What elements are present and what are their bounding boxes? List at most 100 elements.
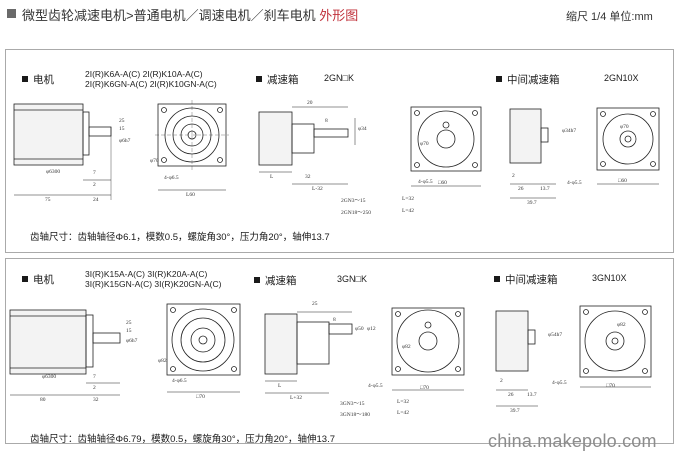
top-motor-front-view <box>155 100 229 191</box>
page-header: 微型齿轮减速电机>普通电机／调速电机／刹车电机 外形图 缩尺 1/4 单位:mm <box>0 0 680 30</box>
dim: 4-φ6.5 <box>164 175 179 181</box>
dim: 2 <box>500 378 503 384</box>
bullet-square-icon <box>256 76 262 82</box>
dim: 2GN3～15 <box>341 198 366 204</box>
dim: φ54h7 <box>548 332 563 338</box>
bullet-square-icon <box>494 276 500 282</box>
dim: 2 <box>512 173 515 179</box>
dim: 15 <box>126 328 132 334</box>
top-gear-shaft-spec: 齿轴尺寸：齿轴轴径Φ6.1，模数0.5，螺旋角30°，压力角20°，轴伸13.7 <box>30 232 330 243</box>
top-motor-models: 2I(R)K6A-A(C) 2I(R)K10A-A(C) 2I(R)K6GN-A… <box>85 69 217 89</box>
dim: φ34 <box>358 126 367 132</box>
top-intermediate-model: 2GN10X <box>604 73 639 83</box>
dim: φ34h7 <box>562 128 577 134</box>
dim: 3GN18～180 <box>340 412 370 418</box>
dim: L=32 <box>402 196 414 202</box>
dim: 4-φ5.5 <box>418 179 433 185</box>
dim: 13.7 <box>527 392 537 398</box>
dim: 7 <box>93 170 96 176</box>
bottom-gearbox-label: 减速箱 <box>254 273 297 288</box>
dim: 80 <box>40 397 46 403</box>
bottom-motor-side-view <box>9 309 121 396</box>
title-main: 微型齿轮减速电机>普通电机／调速电机／刹车电机 <box>22 8 316 23</box>
model-line: 2I(R)K6GN-A(C) 2I(R)K10GN-A(C) <box>85 79 217 89</box>
dim: L60 <box>186 192 195 198</box>
bottom-gear-shaft-spec: 齿轴尺寸：齿轴轴径Φ6.79，模数0.5，螺旋角30°，压力角20°，轴伸13.… <box>30 434 335 445</box>
dim: φ82 <box>158 358 167 364</box>
scale-unit-note: 缩尺 1/4 单位:mm <box>566 11 653 23</box>
model-line: 3I(R)K15GN-A(C) 3I(R)K20GN-A(C) <box>85 279 222 289</box>
bullet-square-icon <box>22 76 28 82</box>
model-line: 3I(R)K15A-A(C) 3I(R)K20A-A(C) <box>85 269 208 279</box>
bottom-intermediate-model: 3GN10X <box>592 273 627 283</box>
dim: 26 <box>508 392 514 398</box>
dim: L=42 <box>402 208 414 214</box>
dim: L <box>278 383 282 389</box>
dim: 15 <box>119 126 125 132</box>
bullet-square-icon <box>496 76 502 82</box>
dim: □70 <box>196 394 205 400</box>
dim: φ70 <box>150 158 159 164</box>
bottom-gearbox-side-view <box>264 311 353 394</box>
dim: 2 <box>93 385 96 391</box>
dim: φ6h7 <box>119 138 131 144</box>
dim: 39.7 <box>527 200 537 206</box>
top-motor-label: 电机 <box>22 72 54 87</box>
dim: φ70 <box>620 124 629 130</box>
dim: L+32 <box>290 395 302 401</box>
dim: 3GN3～15 <box>340 401 365 407</box>
top-gearbox-model: 2GN□K <box>324 73 354 83</box>
dim: 39.7 <box>510 408 520 414</box>
dim: □70 <box>606 383 615 389</box>
bottom-intermediate-label: 中间减速箱 <box>494 272 558 287</box>
panel-2-series <box>5 49 674 253</box>
dim: 4-φ5.5 <box>552 380 567 386</box>
dim: φ6h7 <box>126 338 138 344</box>
header-bullet-icon <box>7 9 16 18</box>
bottom-intermediate-front-view <box>579 305 652 388</box>
dim: φ6300 <box>46 169 61 175</box>
dim: □60 <box>438 180 447 186</box>
dim: □60 <box>618 178 627 184</box>
dim: 26 <box>518 186 524 192</box>
bullet-square-icon <box>254 277 260 283</box>
watermark: china.makepolo.com <box>488 431 657 451</box>
dim: 8 <box>325 118 328 124</box>
dim: 25 <box>126 320 132 326</box>
dim: φ82 <box>617 322 626 328</box>
dim: φ50 <box>355 326 364 332</box>
top-intermediate-front-view <box>596 107 660 185</box>
page-title: 微型齿轮减速电机>普通电机／调速电机／刹车电机 外形图 <box>22 5 358 24</box>
top-intermediate-label: 中间减速箱 <box>496 72 560 87</box>
dim: 4-φ5.5 <box>567 180 582 186</box>
dim: L=32 <box>397 399 409 405</box>
dim: 2GN18～250 <box>341 210 371 216</box>
dim: 8 <box>333 317 336 323</box>
dim: 13.7 <box>540 186 550 192</box>
dim: 32 <box>93 397 99 403</box>
dim: 25 <box>119 118 125 124</box>
dim: L=42 <box>397 410 409 416</box>
dim: L-32 <box>312 186 323 192</box>
dim: 2 <box>93 182 96 188</box>
dim: L <box>270 174 274 180</box>
title-accent: 外形图 <box>319 8 359 23</box>
top-gearbox-label: 减速箱 <box>256 72 299 87</box>
bottom-motor-models: 3I(R)K15A-A(C) 3I(R)K20A-A(C) 3I(R)K15GN… <box>85 269 222 289</box>
top-intermediate-side-view <box>509 108 556 199</box>
bottom-gearbox-model: 3GN□K <box>337 274 367 284</box>
panel-3-series <box>5 258 674 444</box>
top-gearbox-front-view <box>410 106 482 187</box>
dim: 32 <box>305 174 311 180</box>
bottom-motor-front-view <box>166 303 241 393</box>
dim: □70 <box>420 385 429 391</box>
dim: 7 <box>93 374 96 380</box>
dim: 24 <box>93 197 99 203</box>
model-line: 2I(R)K6A-A(C) 2I(R)K10A-A(C) <box>85 69 203 79</box>
bottom-motor-label: 电机 <box>22 272 54 287</box>
dim: φ82 <box>402 344 411 350</box>
dim: 20 <box>307 100 313 106</box>
dim: 25 <box>312 301 318 307</box>
dim: 4-φ5.5 <box>368 383 383 389</box>
dim: φ70 <box>420 141 429 147</box>
